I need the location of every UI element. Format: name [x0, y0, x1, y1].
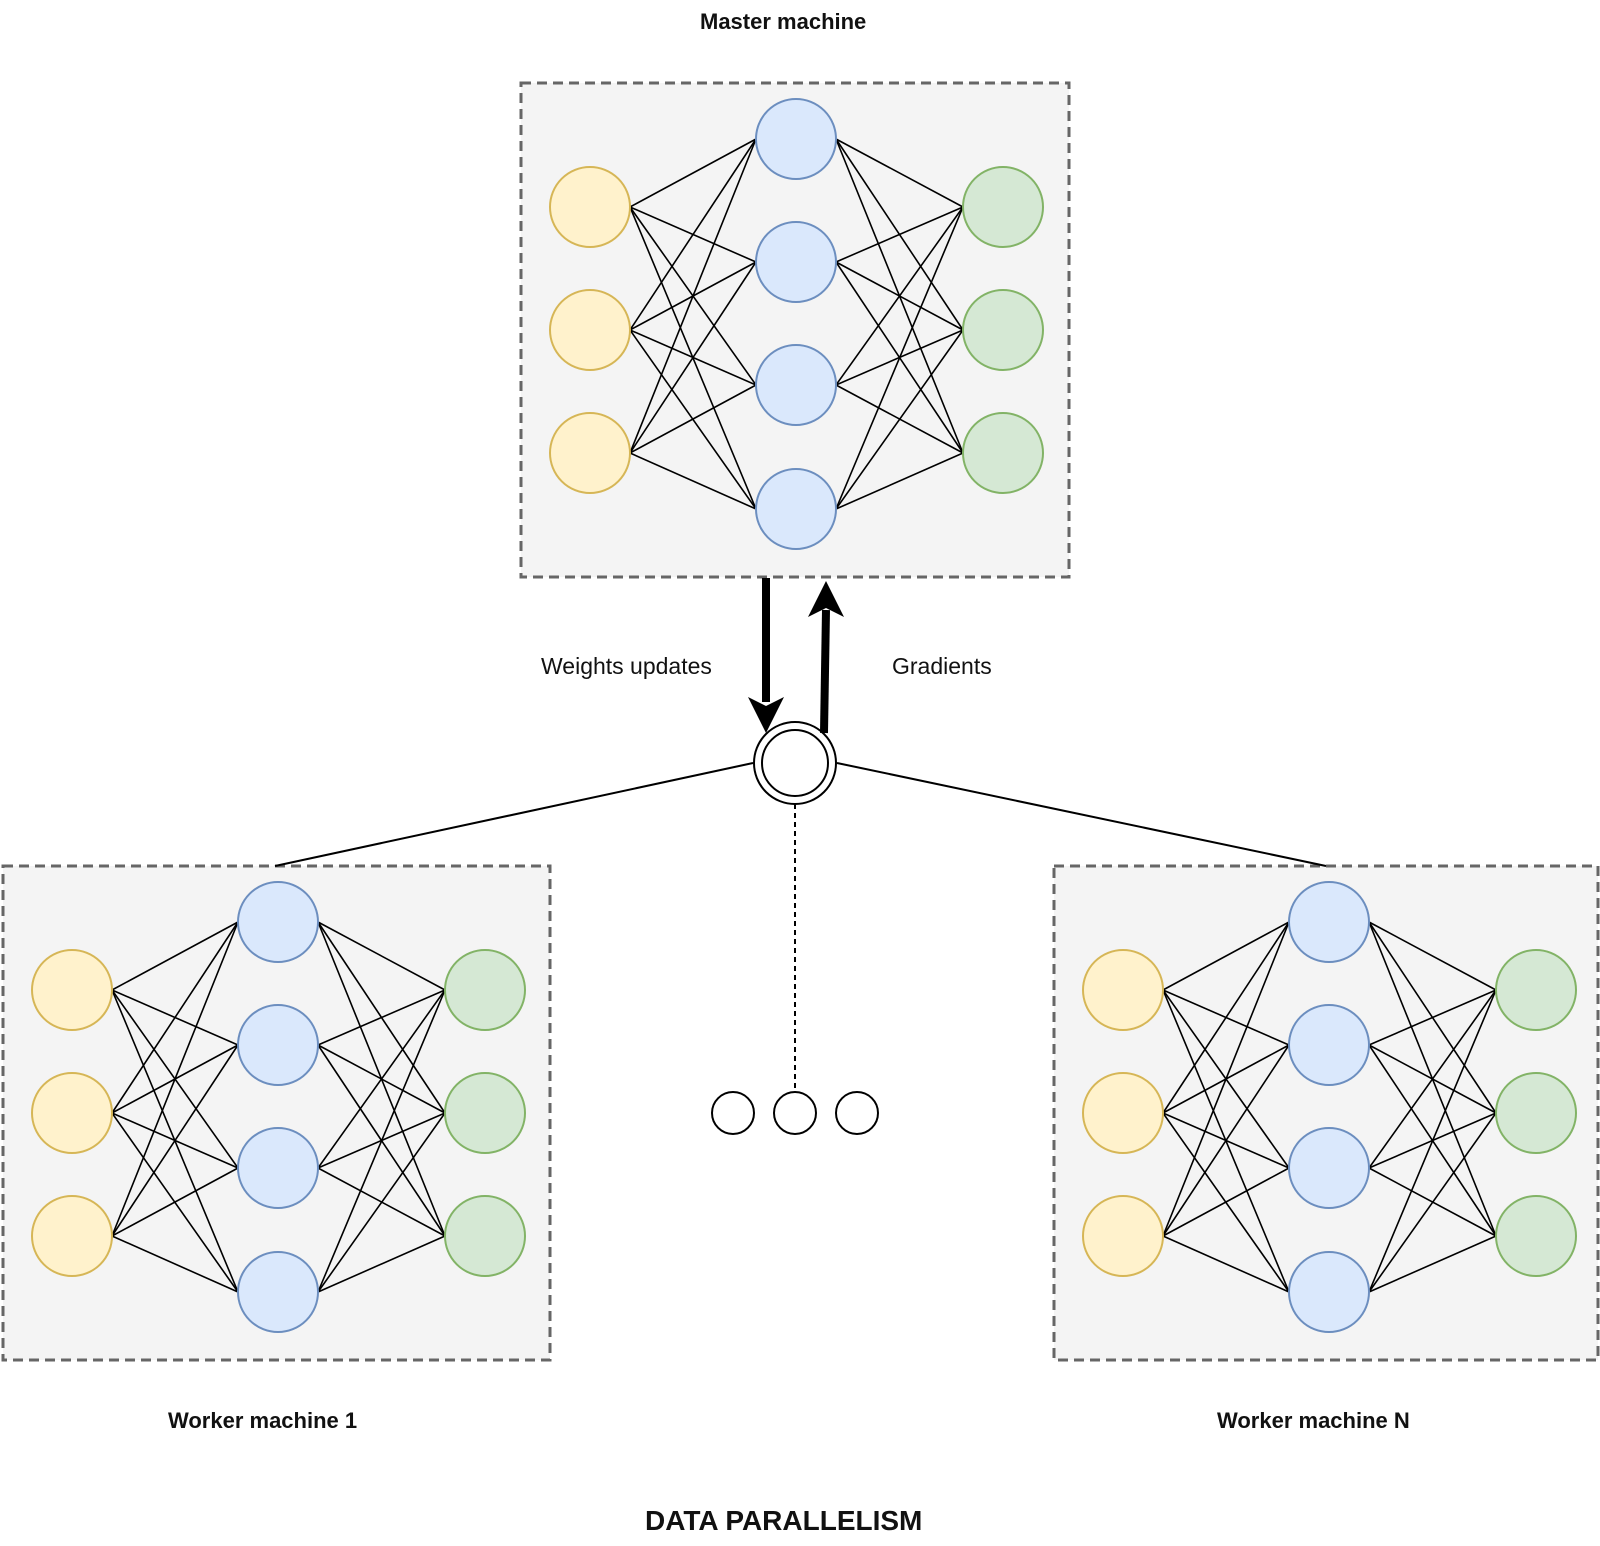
master-neural-network: [549, 98, 1044, 550]
ellipsis-dot: [711, 1091, 755, 1135]
hidden-neuron: [237, 1251, 319, 1333]
worker-1-neural-network: [31, 881, 526, 1333]
network-edge: [1162, 921, 1290, 1114]
output-neuron: [1495, 949, 1577, 1031]
input-neuron: [31, 1195, 113, 1277]
gradients-label: Gradients: [892, 653, 992, 679]
weights-updates-label: Weights updates: [541, 653, 712, 679]
output-neuron: [962, 289, 1044, 371]
network-edge: [835, 206, 964, 510]
network-edge: [111, 921, 239, 1114]
network-edge: [1368, 1112, 1497, 1293]
network-edge: [835, 206, 964, 263]
network-edge: [111, 1044, 239, 1237]
network-edge: [1368, 921, 1497, 991]
hidden-neuron: [1288, 1251, 1370, 1333]
worker-machine-n-label: Worker machine N: [1217, 1408, 1410, 1433]
network-edge: [1368, 989, 1497, 1046]
weights-updates-arrow: [748, 578, 784, 733]
input-neuron: [1082, 1072, 1164, 1154]
output-neuron: [444, 1072, 526, 1154]
hub-to-worker-1-link: [274, 762, 754, 867]
network-edge: [1368, 989, 1497, 1169]
network-edge: [1162, 921, 1290, 1237]
hidden-neuron: [755, 221, 837, 303]
network-edge: [317, 1235, 446, 1293]
hidden-neuron: [1288, 1004, 1370, 1086]
network-edge: [835, 329, 964, 510]
network-edge: [1162, 1167, 1290, 1237]
network-edge: [317, 921, 446, 991]
network-edge: [317, 989, 446, 1293]
network-edge: [629, 138, 757, 208]
network-edge: [629, 138, 757, 331]
output-neuron: [1495, 1195, 1577, 1277]
input-neuron: [31, 1072, 113, 1154]
hidden-neuron: [1288, 881, 1370, 963]
hidden-neuron: [755, 468, 837, 550]
network-edge: [1162, 1235, 1290, 1293]
sync-hub-node: [753, 721, 837, 805]
ellipsis-dot: [835, 1091, 879, 1135]
network-edge: [629, 138, 757, 454]
output-neuron: [444, 949, 526, 1031]
output-neuron: [444, 1195, 526, 1277]
network-edge: [835, 452, 964, 510]
input-neuron: [549, 412, 631, 494]
hub-to-worker-n-link: [836, 762, 1327, 867]
hidden-neuron: [237, 1004, 319, 1086]
network-edge: [317, 989, 446, 1169]
ellipsis-dot: [773, 1091, 817, 1135]
network-edge: [317, 989, 446, 1046]
network-edge: [111, 921, 239, 1237]
output-neuron: [962, 412, 1044, 494]
gradients-arrow: [808, 581, 844, 734]
worker-machine-1-label: Worker machine 1: [168, 1408, 358, 1433]
input-neuron: [1082, 1195, 1164, 1277]
network-edge: [629, 452, 757, 510]
network-edge: [835, 138, 964, 208]
network-edge: [1368, 1235, 1497, 1293]
diagram-title: DATA PARALLELISM: [645, 1505, 923, 1536]
network-edge: [629, 261, 757, 454]
hidden-neuron: [755, 98, 837, 180]
network-edge: [1162, 1044, 1290, 1237]
hidden-neuron: [237, 1127, 319, 1209]
more-workers-ellipsis: [711, 1091, 879, 1135]
network-edge: [629, 384, 757, 454]
network-edge: [1368, 989, 1497, 1293]
hidden-neuron: [755, 344, 837, 426]
network-edge: [111, 1167, 239, 1237]
network-edge: [835, 206, 964, 386]
network-edge: [111, 921, 239, 991]
network-edge: [1162, 921, 1290, 991]
output-neuron: [962, 166, 1044, 248]
input-neuron: [1082, 949, 1164, 1031]
output-neuron: [1495, 1072, 1577, 1154]
input-neuron: [31, 949, 113, 1031]
input-neuron: [549, 166, 631, 248]
input-neuron: [549, 289, 631, 371]
network-edge: [317, 1112, 446, 1293]
worker-n-neural-network: [1082, 881, 1577, 1333]
hidden-neuron: [237, 881, 319, 963]
master-machine-label: Master machine: [700, 9, 867, 34]
hidden-neuron: [1288, 1127, 1370, 1209]
network-edge: [111, 1235, 239, 1293]
